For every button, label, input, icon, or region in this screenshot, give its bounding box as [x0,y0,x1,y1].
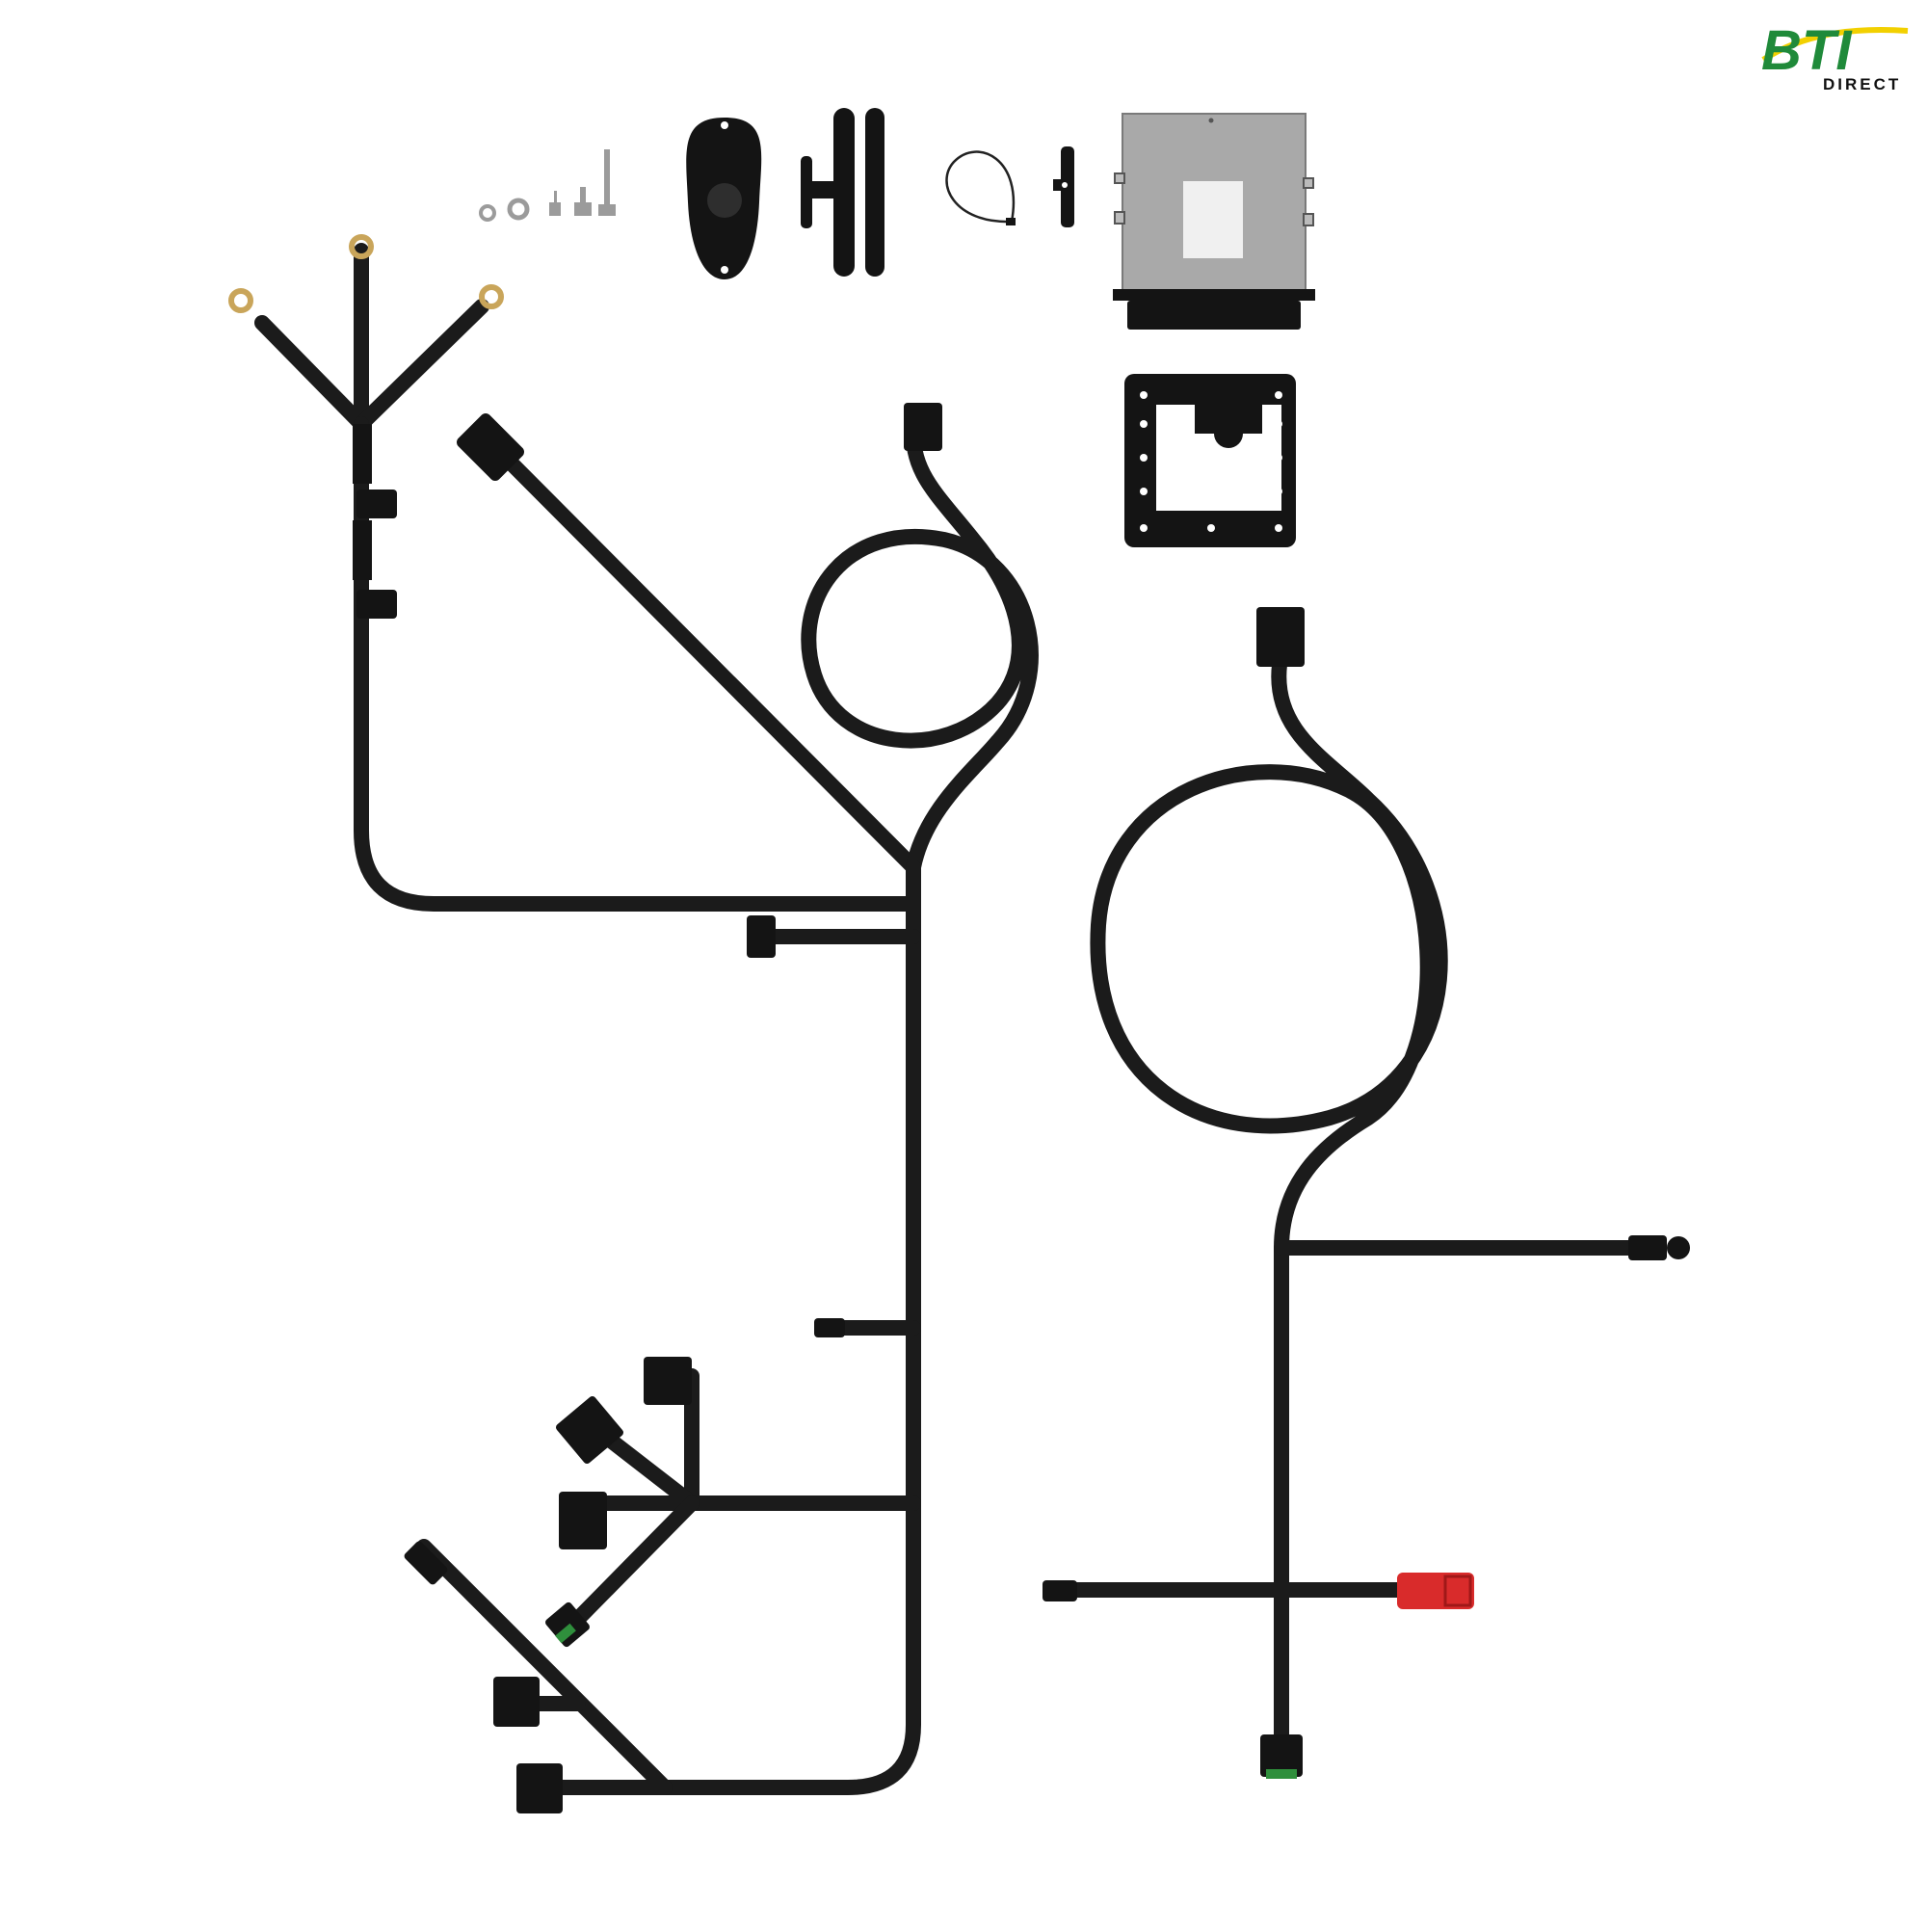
washer-icon [479,204,496,222]
logo-brand-text: BTI [1761,19,1853,77]
wiring-harness-secondary [1052,657,1636,1742]
top-left-connector [457,413,524,481]
flange-bolt-icon [574,187,592,216]
cable-tie-icon [945,150,1016,225]
ram-arm-icon [801,108,884,277]
small-connector [814,1318,845,1337]
mounting-plate-icon [1124,374,1296,547]
red-connector [1397,1573,1474,1609]
grommet-icon [1667,1236,1690,1259]
splice-sleeve [353,424,372,484]
angled-connector [556,1396,623,1464]
left-connector [1043,1580,1077,1601]
washer-icon [507,198,530,221]
bottom-connector [1260,1734,1303,1779]
logo-mark-icon: BTI [1761,19,1909,82]
harness-clip-icon [1053,146,1074,227]
secondary-harness-connectors [1043,607,1690,1779]
controller-icon [1113,113,1315,330]
bolt-icon [549,191,561,216]
long-bolt-icon [598,149,616,216]
logo-subtitle: DIRECT [1823,75,1902,93]
green-seal-connector [545,1601,590,1648]
lower-connector [493,1677,540,1727]
brand-logo: BTI DIRECT [1754,17,1917,104]
inline-connector [356,590,397,619]
lower-connector [516,1763,563,1813]
right-connector [1628,1235,1667,1260]
angled-end-connector [404,1541,448,1585]
splice-sleeve [353,520,372,580]
oval-mount-icon [686,118,762,279]
ring-terminal-icon [228,234,504,313]
top-connector [1256,607,1305,667]
coil-end-connector [904,403,942,451]
wiring-harness-main [254,243,1039,1795]
inline-connector [356,490,397,518]
angled-connector [559,1492,607,1549]
angled-connector [644,1357,692,1405]
side-connector [747,915,776,958]
main-harness-connectors [228,234,942,1813]
hardware-kit [479,149,616,222]
